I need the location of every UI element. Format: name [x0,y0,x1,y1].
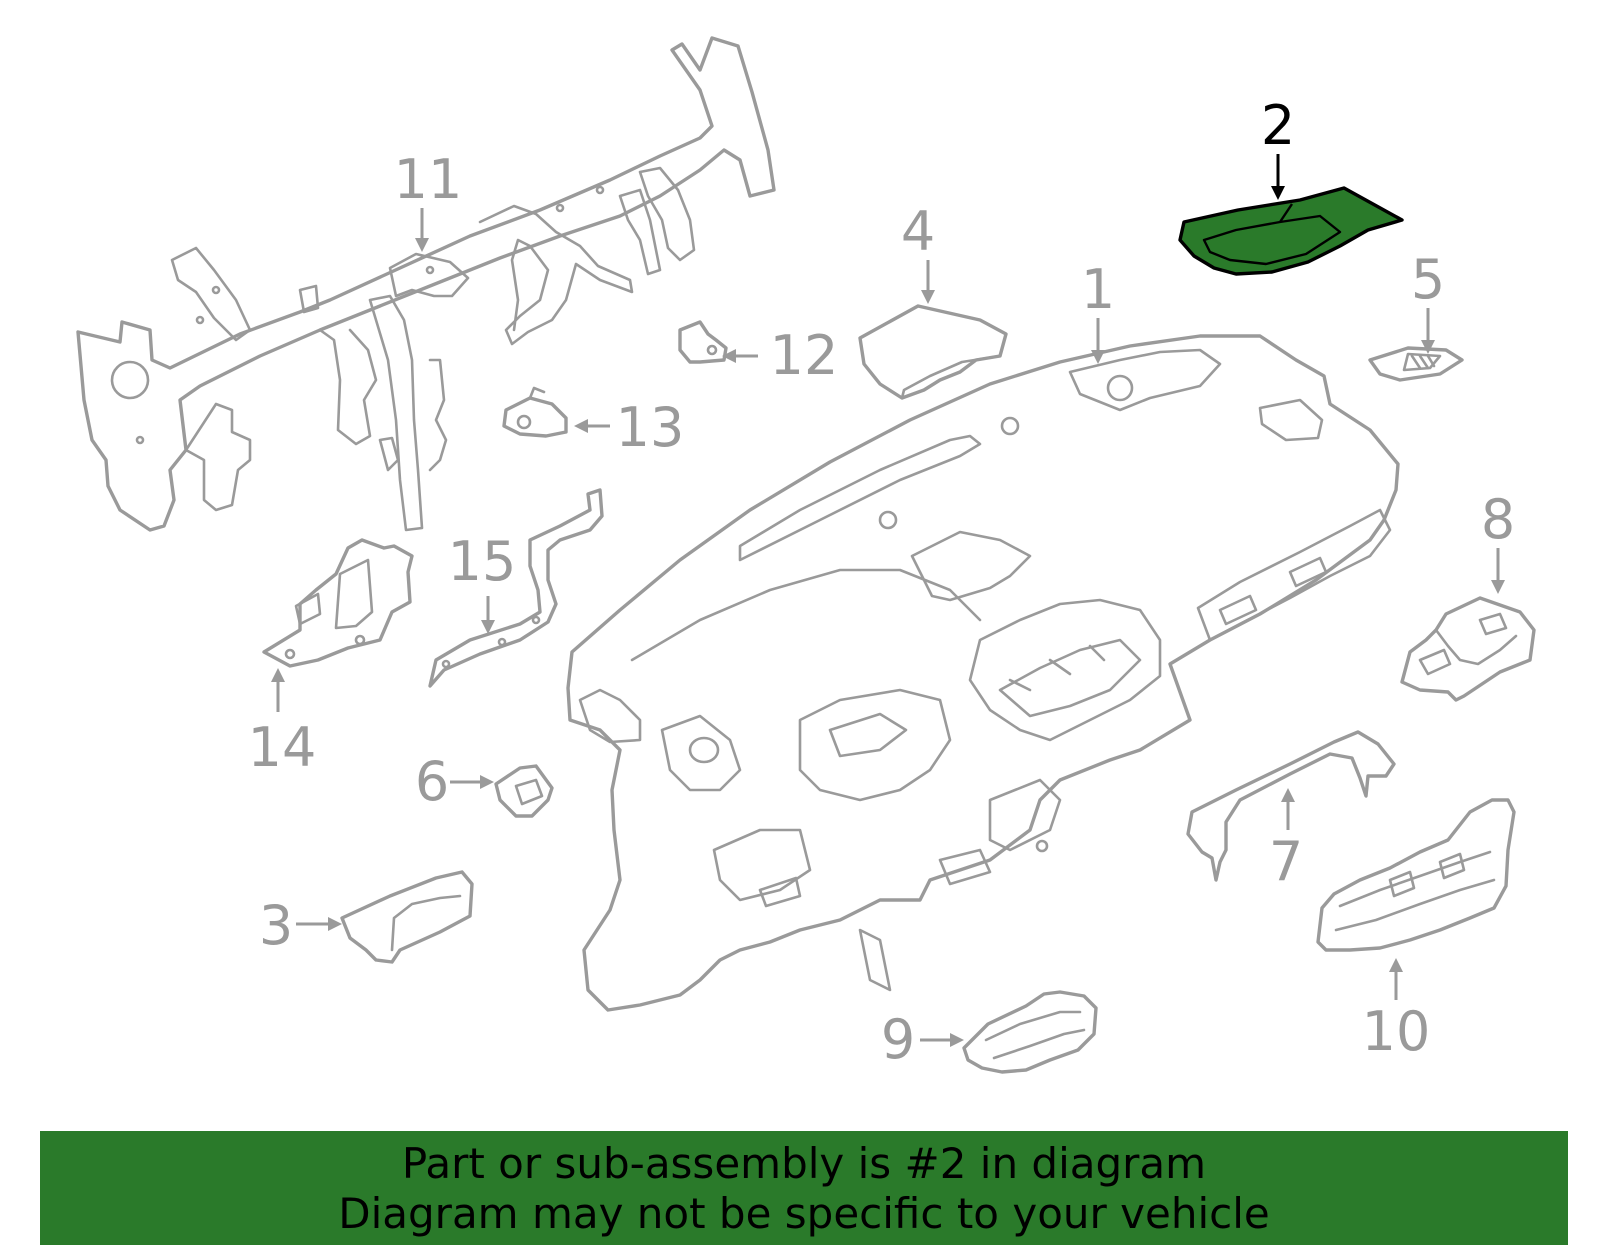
part-10[interactable] [1316,798,1516,952]
callout-labels: 1 2 3 4 5 6 7 8 9 10 11 12 13 14 15 [248,94,1516,1071]
callout-8[interactable]: 8 [1481,488,1515,551]
callout-15[interactable]: 15 [448,530,517,593]
callout-2[interactable]: 2 [1261,94,1295,157]
callout-6[interactable]: 6 [415,750,449,813]
callout-4[interactable]: 4 [901,200,935,263]
callout-7[interactable]: 7 [1269,830,1303,893]
parts-diagram: 1 2 3 4 5 6 7 8 9 10 11 12 13 14 15 [76,36,1536,1074]
part-1-instrument-panel[interactable] [566,334,1400,1012]
part-9[interactable] [962,990,1098,1074]
callout-1[interactable]: 1 [1081,258,1115,321]
callout-arrows [271,154,1505,1047]
part-13[interactable] [502,386,568,438]
callout-11[interactable]: 11 [394,148,463,211]
callout-14[interactable]: 14 [248,716,317,779]
part-6[interactable] [494,764,554,818]
part-3[interactable] [340,870,474,964]
callout-3[interactable]: 3 [259,894,293,957]
info-banner: Part or sub-assembly is #2 in diagram Di… [40,1131,1568,1245]
part-4[interactable] [858,304,1008,400]
part-15[interactable] [428,488,604,688]
banner-line-part: Part or sub-assembly is #2 in diagram [401,1139,1207,1188]
part-7[interactable] [1186,730,1396,882]
part-11-cross-car-beam[interactable] [76,36,776,532]
part-8[interactable] [1400,596,1536,702]
callout-10[interactable]: 10 [1362,1000,1431,1063]
callout-5[interactable]: 5 [1411,248,1445,311]
callout-9[interactable]: 9 [881,1008,915,1071]
callout-12[interactable]: 12 [770,324,839,387]
banner-line-disclaimer: Diagram may not be specific to your vehi… [338,1189,1270,1238]
part-5[interactable] [1368,346,1464,382]
part-14[interactable] [262,538,414,668]
part-12[interactable] [678,320,728,364]
callout-13[interactable]: 13 [616,396,685,459]
part-2-highlighted[interactable] [1178,186,1404,276]
